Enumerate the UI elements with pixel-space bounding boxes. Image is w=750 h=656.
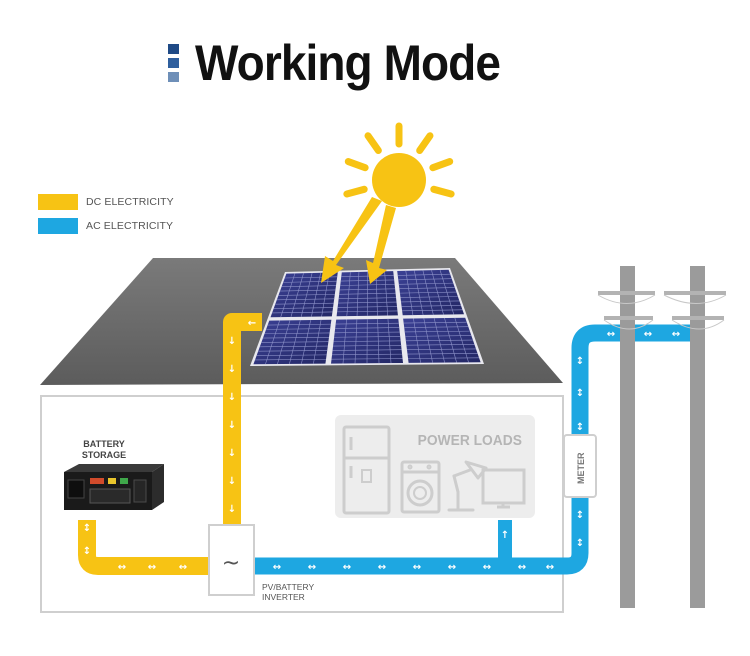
ac-flow-arrow: ↔ — [413, 562, 421, 573]
legend-label-ac: AC ELECTRICITY — [86, 220, 173, 232]
dc-flow-arrow: ↔ — [118, 562, 126, 573]
dc-flow-arrow: ↕ — [83, 523, 91, 534]
battery-icon — [64, 464, 164, 510]
ac-flow-arrow: ↔ — [644, 329, 652, 340]
sun-ray — [348, 162, 365, 168]
dc-flow-arrow: ↔ — [179, 562, 187, 573]
dc-flow-arrow: ← — [248, 318, 256, 329]
ac-flow-arrow: ↔ — [273, 562, 281, 573]
dc-flow-arrow: ↕ — [83, 546, 91, 557]
ac-flow-arrow: ↔ — [607, 329, 615, 340]
battery-label-line2: STORAGE — [82, 450, 126, 460]
ac-flow-arrow: ↕ — [576, 538, 584, 549]
sun-ray — [433, 162, 450, 168]
sun-ray — [420, 136, 430, 151]
utility-pole-icon — [598, 266, 726, 608]
legend-swatch-ac — [38, 218, 78, 234]
ac-flow-arrow: ↕ — [576, 422, 584, 433]
legend-label-dc: DC ELECTRICITY — [86, 196, 174, 208]
dc-flow-arrow: ↓ — [228, 364, 236, 375]
legend-item-dc: DC ELECTRICITY — [38, 192, 174, 211]
dc-flow-arrow: ↔ — [148, 562, 156, 573]
ac-flow-arrow: ↔ — [378, 562, 386, 573]
dc-flow-arrow: ↓ — [228, 336, 236, 347]
legend-swatch-dc — [38, 194, 78, 210]
ac-flow-arrow: ↔ — [546, 562, 554, 573]
ac-flow-arrow: ↕ — [576, 510, 584, 521]
title-block: Working Mode — [168, 28, 527, 98]
ac-flow-arrow: ↕ — [576, 388, 584, 399]
legend-item-ac: AC ELECTRICITY — [38, 216, 174, 235]
dc-flow-arrow: ↓ — [228, 420, 236, 431]
legend: DC ELECTRICITY AC ELECTRICITY — [38, 192, 174, 240]
dc-flow-arrow: ↓ — [228, 476, 236, 487]
page-title: Working Mode — [195, 34, 500, 92]
meter-label: METER — [576, 452, 586, 484]
ac-flow-arrow: ↔ — [483, 562, 491, 573]
ac-flow-arrow: ↔ — [518, 562, 526, 573]
dc-flow-arrow: ↓ — [228, 392, 236, 403]
ac-flow-arrow: ↔ — [308, 562, 316, 573]
sun-ray — [368, 136, 378, 151]
sun-ray — [434, 189, 451, 194]
dc-flow-arrow: ↓ — [228, 448, 236, 459]
ac-flow-arrow: ↑ — [501, 530, 509, 541]
title-accent-icon — [168, 44, 179, 82]
power-loads-label: POWER LOADS — [418, 433, 523, 450]
dc-flow-arrow: ↓ — [228, 504, 236, 515]
solar-panel-icon — [250, 268, 484, 366]
ac-flow-arrow: ↔ — [672, 329, 680, 340]
ac-flow-arrow: ↔ — [448, 562, 456, 573]
inverter-label-line2: INVERTER — [262, 592, 305, 602]
inverter-symbol: ~ — [222, 551, 240, 576]
ac-flow-arrow: ↔ — [343, 562, 351, 573]
ac-flow-arrow: ↕ — [576, 356, 584, 367]
inverter-label-line1: PV/BATTERY — [262, 582, 314, 592]
battery-label-line1: BATTERY — [83, 439, 125, 449]
sun-ray — [347, 189, 364, 194]
